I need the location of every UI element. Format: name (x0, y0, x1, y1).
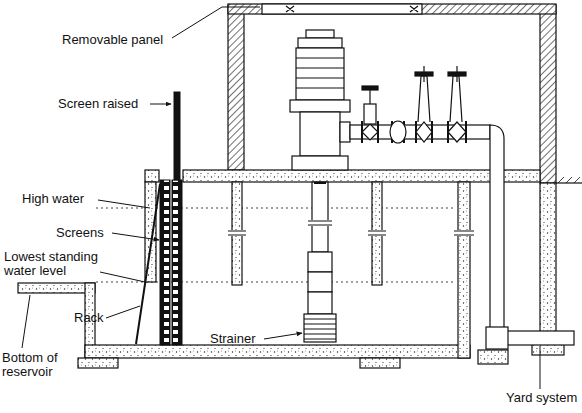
vertical-turbine-pump (300, 112, 340, 156)
leader-line (540, 346, 541, 389)
discharge-pipe (486, 327, 508, 349)
vertical-turbine-pump (290, 30, 350, 342)
ground-line (556, 177, 582, 183)
vertical-turbine-pump (296, 48, 344, 100)
screen (160, 92, 182, 345)
gate-valve (364, 104, 376, 124)
part-label: Removable panel (62, 33, 163, 47)
break-mark (228, 231, 474, 235)
vertical-turbine-pump (312, 182, 328, 252)
break-mark (308, 220, 332, 226)
gate-valve (415, 66, 466, 142)
concrete-structure (360, 358, 400, 368)
vertical-turbine-pump (314, 182, 326, 184)
concrete-structure (183, 170, 540, 182)
part-label: Lowest standing water level (4, 250, 114, 278)
concrete-structure (540, 183, 556, 343)
concrete-structure (18, 170, 564, 368)
vertical-turbine-pump (306, 30, 334, 38)
discharge-pipe (504, 331, 574, 345)
leader-line (150, 104, 171, 105)
concrete-structure (78, 358, 118, 368)
vertical-turbine-pump (340, 122, 350, 142)
discharge-pipe (362, 121, 466, 143)
part-label: Strainer (210, 332, 256, 346)
building-wall (540, 5, 556, 183)
leader-line (98, 200, 150, 208)
check-valve (390, 121, 406, 143)
concrete-structure (85, 345, 470, 358)
removable-panel (262, 4, 422, 14)
removable-panel (262, 4, 422, 14)
building-wall (228, 5, 244, 170)
gate-valve (450, 76, 462, 122)
leader-line (112, 233, 159, 240)
vertical-turbine-pump (296, 58, 344, 88)
break-mark (228, 230, 474, 236)
concrete-structure (145, 170, 159, 182)
ground-line (558, 177, 580, 183)
leader-line (264, 333, 302, 339)
part-label: Yard system (506, 391, 577, 405)
gate-valve (448, 72, 466, 76)
part-label: Screen raised (58, 97, 138, 111)
discharge-pipe (490, 125, 504, 339)
gate-valve (362, 86, 378, 90)
vertical-turbine-pump (304, 319, 336, 339)
vertical-turbine-pump (292, 156, 348, 170)
vertical-turbine-pump (308, 292, 332, 314)
gate-valve (362, 124, 378, 140)
concrete-structure (18, 283, 95, 293)
leader-line (172, 7, 260, 38)
gate-valve (415, 72, 433, 76)
break-mark (308, 221, 332, 225)
screen (160, 180, 170, 345)
gate-valve (362, 86, 378, 140)
gate-valve (448, 122, 466, 142)
building-wall (228, 4, 556, 14)
screen (172, 180, 182, 345)
leader-line (106, 306, 140, 318)
screen (174, 92, 180, 180)
part-label: Rack (74, 311, 104, 325)
concrete-structure (478, 350, 508, 364)
leader-line (22, 295, 30, 348)
concrete-structure (458, 182, 470, 358)
part-label: Screens (56, 226, 104, 240)
vertical-turbine-pump (298, 38, 342, 48)
vertical-turbine-pump (308, 252, 332, 272)
vertical-turbine-pump (290, 100, 350, 112)
vertical-turbine-pump (308, 272, 332, 292)
removable-panel (286, 6, 418, 12)
vertical-turbine-pump (304, 314, 336, 342)
part-label: High water (22, 192, 84, 206)
part-label: Bottom of reservoir (2, 351, 84, 379)
check-valve (390, 121, 406, 143)
gate-valve (418, 76, 430, 122)
ground-line (556, 182, 582, 183)
discharge-pipe (350, 121, 574, 349)
leader-line (22, 7, 540, 389)
building-wall (228, 4, 556, 183)
gate-valve (416, 122, 432, 142)
leader-line (100, 272, 145, 282)
